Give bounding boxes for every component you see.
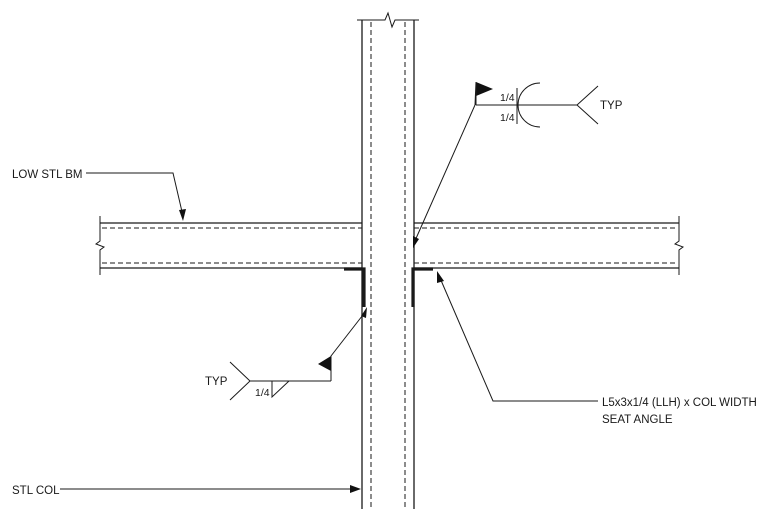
right-beam xyxy=(414,216,685,275)
weld-size-other-side: 1/4 xyxy=(500,112,515,124)
weld-tail-icon-bottom xyxy=(229,361,251,401)
steel-column xyxy=(357,11,419,509)
seat-angle-label-line2: SEAT ANGLE xyxy=(602,414,673,426)
low-beam-label: LOW STL BM xyxy=(12,169,83,181)
weld-size-arrow-side: 1/4 xyxy=(500,92,515,104)
column-break-line xyxy=(357,11,419,29)
steel-column-label: STL COL xyxy=(12,485,60,497)
left-beam-break-line xyxy=(94,216,106,275)
weld-all-around-icon xyxy=(517,82,541,128)
left-seat-angle xyxy=(344,267,366,307)
field-weld-flag-icon-bottom xyxy=(318,356,331,371)
steel-column-callout: STL COL xyxy=(12,485,361,497)
low-beam-callout: LOW STL BM xyxy=(12,169,186,221)
weld-size-bottom: 1/4 xyxy=(255,387,270,399)
right-seat-angle xyxy=(411,267,433,307)
field-weld-flag-icon xyxy=(476,82,493,96)
seat-angle-callout: L5x3x1/4 (LLH) x COL WIDTH SEAT ANGLE xyxy=(437,271,757,426)
weld-tail-icon xyxy=(576,85,599,125)
weld-tail-note-top: TYP xyxy=(600,100,623,112)
bottom-weld-symbol: TYP 1/4 xyxy=(205,307,367,401)
fillet-weld-icon xyxy=(271,380,290,399)
right-beam-break-line xyxy=(673,216,685,275)
top-weld-symbol: 1/4 1/4 TYP xyxy=(413,81,623,248)
seat-angle-label-line1: L5x3x1/4 (LLH) x COL WIDTH xyxy=(602,397,757,409)
left-beam xyxy=(94,216,362,275)
weld-tail-note-bottom: TYP xyxy=(205,376,228,388)
